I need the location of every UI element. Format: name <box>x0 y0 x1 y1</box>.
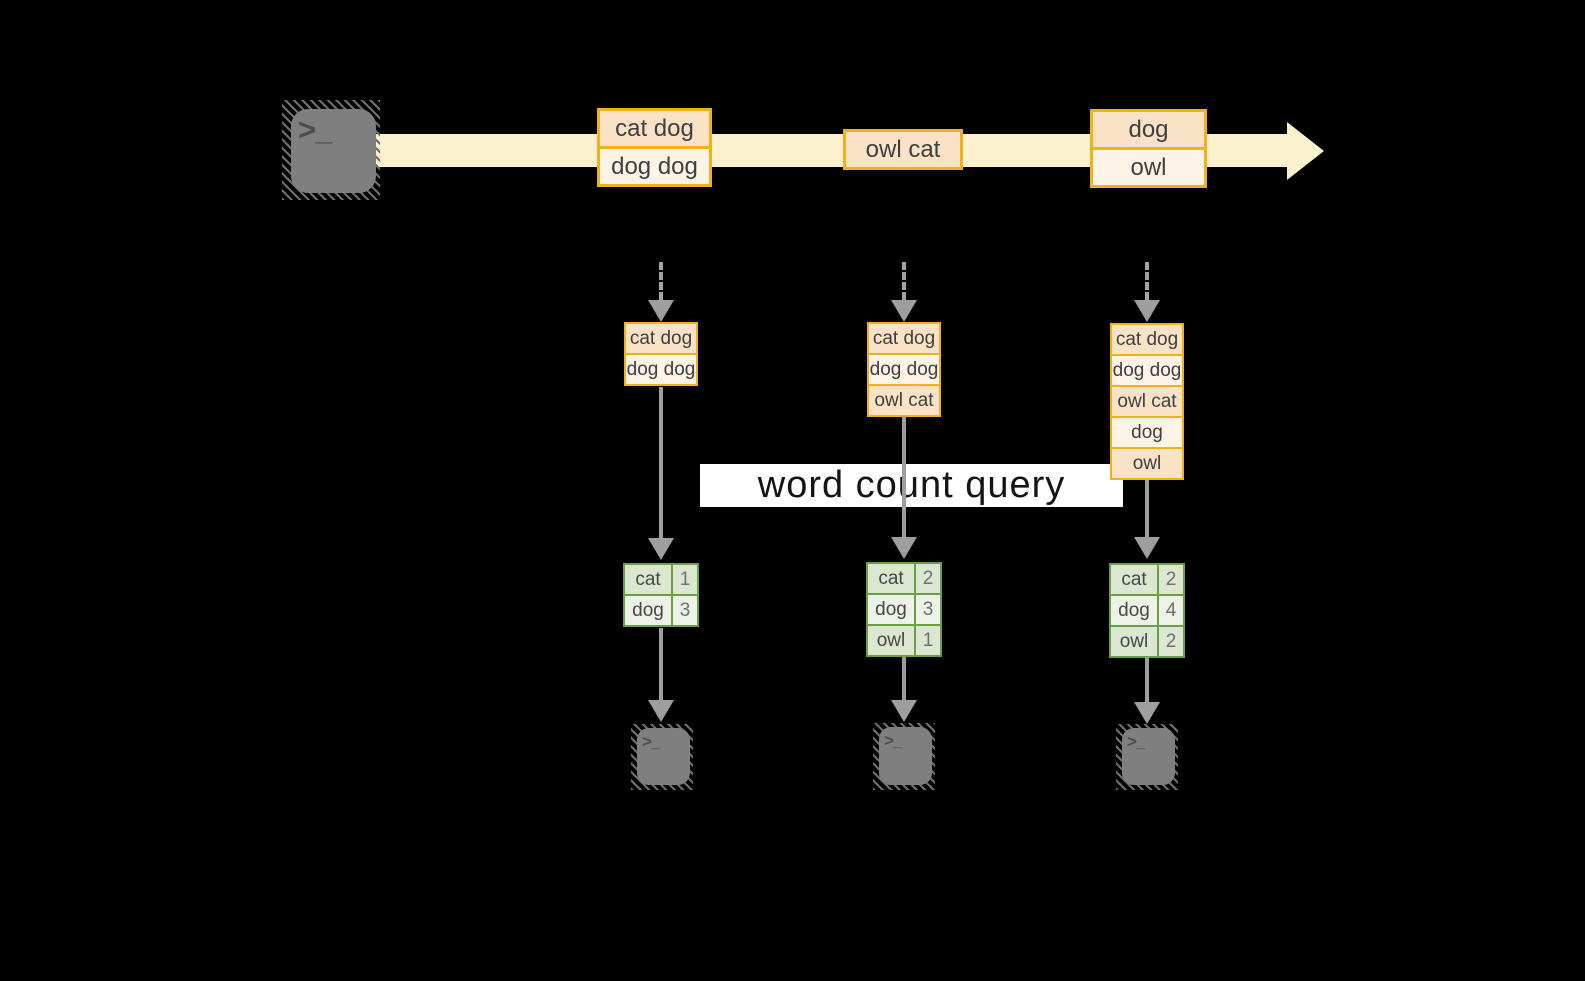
query-label-band: word count query <box>700 464 1123 507</box>
event-row: dog dog <box>600 149 709 184</box>
terminal-body <box>637 728 690 785</box>
query-arrowhead-icon <box>891 537 917 559</box>
count-row: cat 2 <box>1111 565 1183 594</box>
count-row: dog 4 <box>1111 596 1183 625</box>
count-word-cell: cat <box>1111 565 1157 594</box>
output-terminal-icon: >_ <box>1116 724 1178 790</box>
output-arrow <box>902 657 906 700</box>
output-arrowhead-icon <box>1134 702 1160 724</box>
ingest-arrow-dashed <box>902 262 906 300</box>
terminal-body <box>291 109 376 193</box>
ingest-arrow-dashed <box>659 262 663 300</box>
output-arrow <box>659 628 663 700</box>
count-word-cell: owl <box>868 626 914 655</box>
ingest-arrowhead-icon <box>891 300 917 322</box>
count-row: dog 3 <box>625 596 697 625</box>
count-word-cell: cat <box>625 565 671 594</box>
event-row: owl <box>1093 150 1204 185</box>
event-row: owl cat <box>846 132 960 167</box>
state-row: dog dog <box>626 355 696 384</box>
stream-event-box-3: dog owl <box>1090 109 1207 188</box>
output-terminal-icon: >_ <box>631 724 693 790</box>
stream-event-box-1: cat dog dog dog <box>597 108 712 187</box>
state-buffer-2: cat dog dog dog owl cat <box>867 322 941 417</box>
count-row: cat 1 <box>625 565 697 594</box>
terminal-prompt-icon: >_ <box>642 732 660 751</box>
stream-arrowhead-icon <box>1287 122 1324 180</box>
output-arrowhead-icon <box>648 700 674 722</box>
query-arrow <box>659 387 663 538</box>
source-terminal-icon: >_ <box>282 100 380 200</box>
state-row: dog <box>1112 418 1182 447</box>
count-row: owl 2 <box>1111 627 1183 656</box>
state-row: owl cat <box>869 386 939 415</box>
count-row: owl 1 <box>868 626 940 655</box>
count-value-cell: 2 <box>1159 565 1183 594</box>
count-row: dog 3 <box>868 595 940 624</box>
count-value-cell: 4 <box>1159 596 1183 625</box>
count-word-cell: dog <box>625 596 671 625</box>
count-word-cell: cat <box>868 564 914 593</box>
terminal-prompt-icon: >_ <box>298 112 332 147</box>
state-row: owl <box>1112 449 1182 478</box>
terminal-prompt-icon: >_ <box>884 731 902 750</box>
terminal-prompt-icon: >_ <box>1127 732 1145 751</box>
state-row: dog dog <box>869 355 939 384</box>
ingest-arrowhead-icon <box>648 300 674 322</box>
count-value-cell: 2 <box>916 564 940 593</box>
count-value-cell: 1 <box>673 565 697 594</box>
event-row: cat dog <box>600 111 709 146</box>
output-arrowhead-icon <box>891 700 917 722</box>
count-word-cell: dog <box>1111 596 1157 625</box>
query-arrow <box>902 416 906 537</box>
ingest-arrowhead-icon <box>1134 300 1160 322</box>
count-table-1: cat 1 dog 3 <box>623 563 699 627</box>
state-buffer-1: cat dog dog dog <box>624 322 698 386</box>
query-label: word count query <box>757 464 1066 506</box>
count-table-3: cat 2 dog 4 owl 2 <box>1109 563 1185 658</box>
stream-event-box-2: owl cat <box>843 129 963 170</box>
terminal-body <box>879 727 932 785</box>
query-arrowhead-icon <box>648 538 674 560</box>
count-value-cell: 3 <box>673 596 697 625</box>
output-terminal-icon: >_ <box>873 723 935 790</box>
query-arrow <box>1145 480 1149 537</box>
count-word-cell: owl <box>1111 627 1157 656</box>
count-value-cell: 1 <box>916 626 940 655</box>
state-row: cat dog <box>1112 325 1182 354</box>
state-row: dog dog <box>1112 356 1182 385</box>
count-value-cell: 3 <box>916 595 940 624</box>
ingest-arrow-dashed <box>1145 262 1149 300</box>
state-row: owl cat <box>1112 387 1182 416</box>
count-word-cell: dog <box>868 595 914 624</box>
count-table-2: cat 2 dog 3 owl 1 <box>866 562 942 657</box>
state-row: cat dog <box>626 324 696 353</box>
state-row: cat dog <box>869 324 939 353</box>
count-value-cell: 2 <box>1159 627 1183 656</box>
event-row: dog <box>1093 112 1204 147</box>
state-buffer-3: cat dog dog dog owl cat dog owl <box>1110 323 1184 480</box>
count-row: cat 2 <box>868 564 940 593</box>
query-arrowhead-icon <box>1134 537 1160 559</box>
output-arrow <box>1145 657 1149 702</box>
terminal-body <box>1122 728 1175 785</box>
